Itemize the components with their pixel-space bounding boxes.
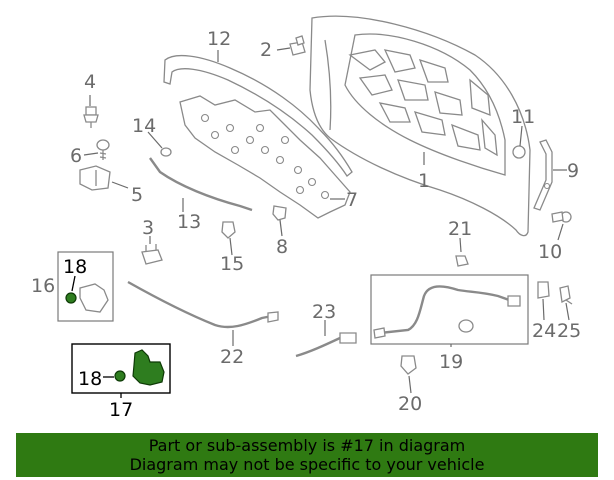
callout-19: 19 (439, 351, 463, 373)
latch-group-16 (57, 251, 114, 322)
callout-1: 1 (418, 170, 430, 192)
callout-15: 15 (220, 253, 244, 275)
callout-11: 11 (511, 106, 535, 128)
bumper-stop (289, 35, 306, 56)
bolt-10 (551, 211, 572, 223)
callout-14: 14 (132, 115, 156, 137)
callout-25: 25 (557, 320, 581, 342)
callout-labels: 1 2 3 4 5 6 7 8 9 10 11 12 13 14 15 16 1… (31, 28, 581, 421)
release-cable-assembly-19 (370, 274, 529, 345)
clip-21 (455, 255, 469, 267)
striker-3 (141, 244, 163, 265)
support-rod-13 (149, 157, 253, 212)
screw-6 (96, 139, 110, 160)
callout-3: 3 (142, 217, 154, 239)
bracket-24 (537, 281, 550, 299)
leader-lines (71, 47, 570, 398)
clip-20 (400, 355, 417, 375)
callout-21: 21 (448, 218, 472, 240)
pin-fastener-4 (83, 106, 99, 128)
callout-9: 9 (567, 160, 579, 182)
callout-4: 4 (84, 71, 96, 93)
callout-17: 17 (109, 399, 133, 421)
banner-line-1: Part or sub-assembly is #17 in diagram (148, 436, 466, 455)
callout-6: 6 (70, 145, 82, 167)
bolt-25 (559, 285, 573, 305)
callout-12: 12 (207, 28, 231, 50)
clip-8 (272, 205, 287, 221)
callout-13: 13 (177, 211, 201, 233)
cable-22 (127, 280, 279, 329)
callout-16: 16 (31, 275, 55, 297)
callout-5: 5 (131, 184, 143, 206)
callout-23: 23 (312, 301, 336, 323)
hood-insulator (179, 95, 351, 219)
clip-14 (160, 147, 172, 157)
hood-panel (309, 15, 531, 237)
part-notice-banner: Part or sub-assembly is #17 in diagram D… (16, 433, 598, 477)
callout-24: 24 (532, 320, 556, 342)
clip-15 (221, 221, 236, 239)
callout-20: 20 (398, 393, 422, 415)
hood-seal-strip (163, 54, 353, 177)
callout-18-upper: 18 (63, 256, 87, 278)
callout-18-lower: 18 (78, 368, 102, 390)
callout-8: 8 (276, 236, 288, 258)
callout-22: 22 (220, 346, 244, 368)
cable-23 (295, 332, 357, 358)
banner-line-2: Diagram may not be specific to your vehi… (129, 455, 485, 474)
hinge-9 (533, 139, 553, 211)
nut-11 (512, 145, 526, 159)
callout-7: 7 (346, 189, 358, 211)
bracket-5 (79, 165, 111, 191)
callout-2: 2 (260, 39, 272, 61)
callout-10: 10 (538, 241, 562, 263)
